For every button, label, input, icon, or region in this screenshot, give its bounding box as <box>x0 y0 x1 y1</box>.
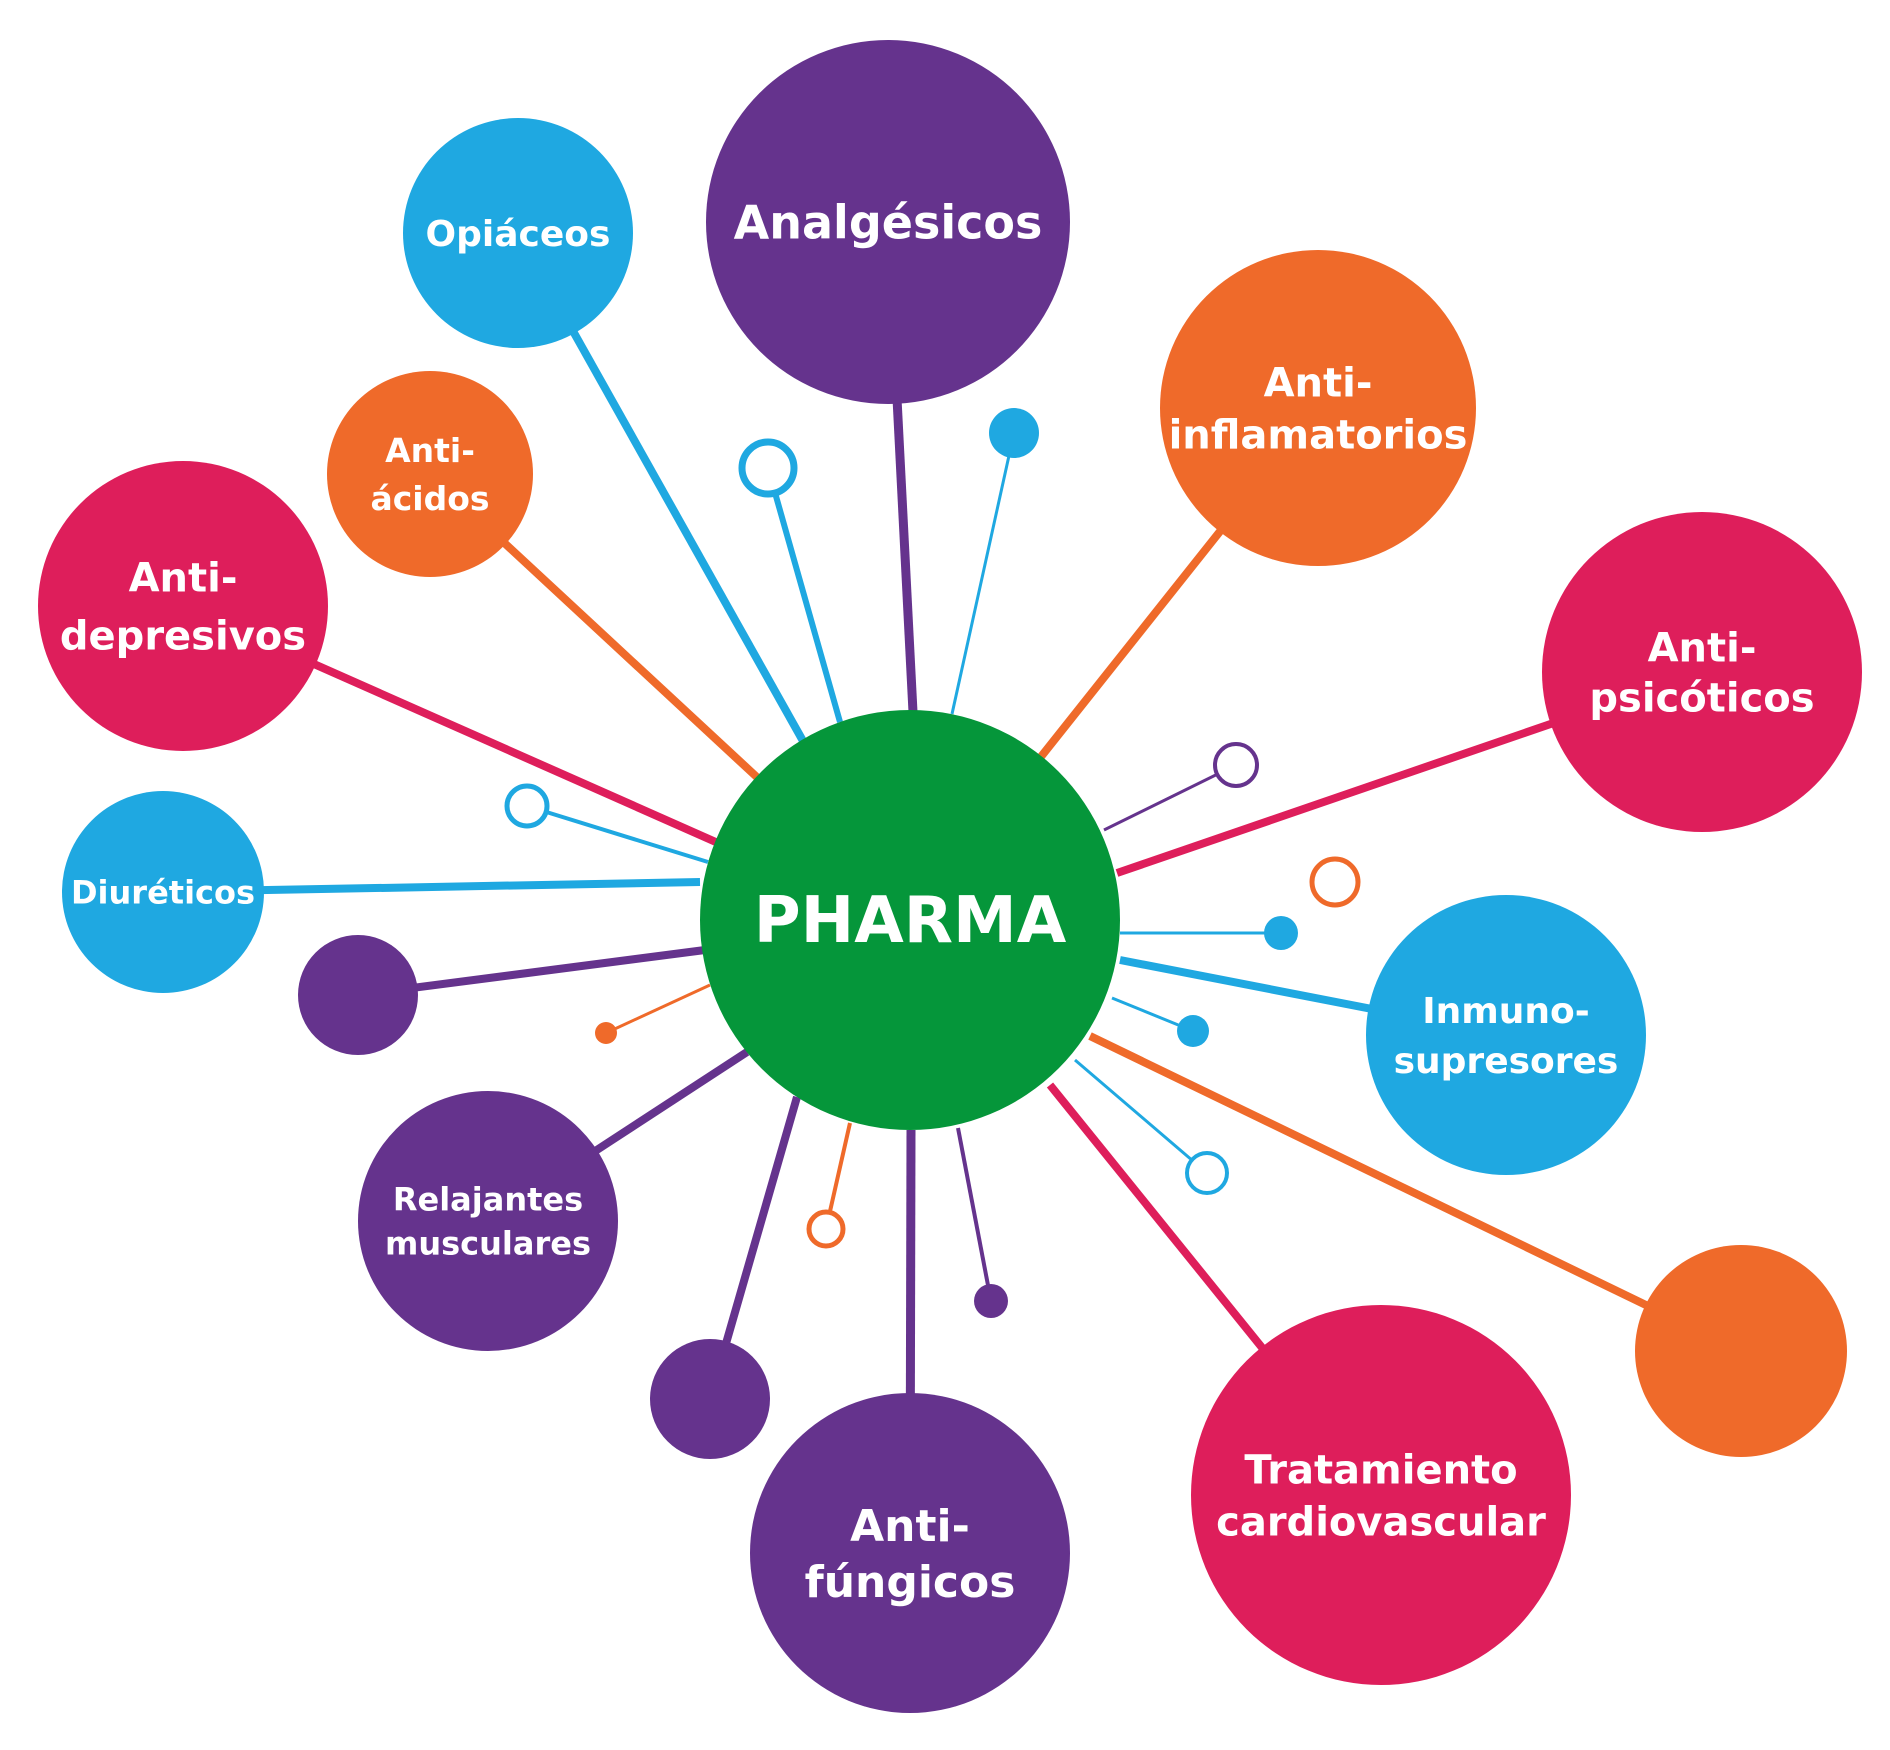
dot-top-fill <box>989 408 1039 458</box>
node-analgesicos: Analgésicos <box>706 40 1070 404</box>
dot-bottom-fill-purple <box>974 1284 1008 1318</box>
center-label: PHARMA <box>754 884 1067 958</box>
node-label-anti-psicoticos-line1: Anti- <box>1648 625 1757 671</box>
bottom-purple-circle <box>650 1339 770 1459</box>
node-anti-psicoticos: Anti-psicóticos <box>1542 512 1862 832</box>
node-anti-depresivos: Anti-depresivos <box>38 461 328 751</box>
category-nodes: AnalgésicosOpiáceosAnti-ácidosAnti-depre… <box>38 40 1862 1713</box>
left-purple-circle <box>298 935 418 1055</box>
node-label-anti-acidos-line1: Anti- <box>385 431 475 470</box>
connector-dot-top-ring <box>765 467 843 723</box>
node-label-tratamiento-cardiovascular-line1: Tratamiento <box>1244 1447 1517 1493</box>
node-inmuno-supresores: Inmuno-supresores <box>1366 895 1646 1175</box>
node-circle-anti-fungicos <box>750 1393 1070 1713</box>
dot-right-ring-blue <box>1185 1151 1229 1195</box>
dot-right-fill-blue-2 <box>1177 1015 1209 1047</box>
dot-bottom-ring-orange <box>806 1209 846 1249</box>
connector-dot-left-small <box>605 983 711 1035</box>
node-diureticos: Diuréticos <box>62 791 264 993</box>
node-circle-opiaceos <box>403 118 633 348</box>
dot-top-ring <box>738 438 798 498</box>
node-anti-inflamatorios: Anti-inflamatorios <box>1160 250 1476 566</box>
connector-dot-right-ring-blue <box>1074 1058 1208 1175</box>
node-circle-anti-inflamatorios <box>1160 250 1476 566</box>
node-label-opiaceos: Opiáceos <box>426 214 611 255</box>
node-label-relajantes-musculares-line2: musculares <box>385 1225 591 1263</box>
connector-right-orange-circle <box>1088 1032 1743 1355</box>
node-circle-relajantes-musculares <box>358 1091 618 1351</box>
dot-right-ring-orange <box>1309 856 1361 908</box>
dot-left-ring <box>504 783 550 829</box>
node-label-anti-inflamatorios-line2: inflamatorios <box>1169 412 1468 458</box>
node-label-inmuno-supresores-line1: Inmuno- <box>1422 991 1589 1032</box>
dot-right-fill-blue-1 <box>1264 916 1298 950</box>
node-anti-acidos: Anti-ácidos <box>327 371 533 577</box>
connector-dot-right-ring-purple <box>1103 763 1237 832</box>
node-circle-inmuno-supresores <box>1366 895 1646 1175</box>
node-relajantes-musculares: Relajantes musculares <box>358 1091 618 1351</box>
node-label-anti-acidos-line2: ácidos <box>370 479 489 518</box>
node-circle-anti-psicoticos <box>1542 512 1862 832</box>
node-label-relajantes-musculares-line1: Relajantes <box>393 1181 583 1219</box>
dot-left-small <box>595 1022 617 1044</box>
node-label-anti-depresivos-line1: Anti- <box>129 555 238 601</box>
node-label-inmuno-supresores-line2: supresores <box>1394 1041 1619 1082</box>
node-label-diureticos: Diuréticos <box>71 874 255 912</box>
node-opiaceos: Opiáceos <box>403 118 633 348</box>
node-circle-tratamiento-cardiovascular <box>1191 1305 1571 1685</box>
node-label-anti-fungicos-line2: fúngicos <box>805 1557 1016 1608</box>
connector-dot-left-ring <box>526 804 709 864</box>
node-circle-analgesicos <box>706 40 1070 404</box>
node-label-analgesicos: Analgésicos <box>734 196 1043 250</box>
small-dots <box>504 408 1361 1318</box>
node-circle-anti-depresivos <box>38 461 328 751</box>
connector-dot-bottom-fill-purple <box>956 1127 993 1302</box>
node-label-tratamiento-cardiovascular-line2: cardiovascular <box>1216 1499 1546 1545</box>
dot-right-ring-purple <box>1213 742 1259 788</box>
node-label-anti-fungicos-line1: Anti- <box>850 1501 970 1552</box>
node-tratamiento-cardiovascular: Tratamiento cardiovascular <box>1191 1305 1571 1685</box>
node-anti-fungicos: Anti-fúngicos <box>750 1393 1070 1713</box>
node-label-anti-inflamatorios-line1: Anti- <box>1264 360 1373 406</box>
node-circle-diureticos <box>62 791 264 993</box>
center-circle <box>700 710 1120 1130</box>
node-label-anti-psicoticos-line2: psicóticos <box>1589 675 1814 721</box>
right-orange-circle <box>1635 1245 1847 1457</box>
node-label-anti-depresivos-line2: depresivos <box>60 613 306 659</box>
center-node: PHARMA <box>700 710 1120 1130</box>
connector-dot-top-fill <box>950 432 1016 715</box>
node-circle-anti-acidos <box>327 371 533 577</box>
